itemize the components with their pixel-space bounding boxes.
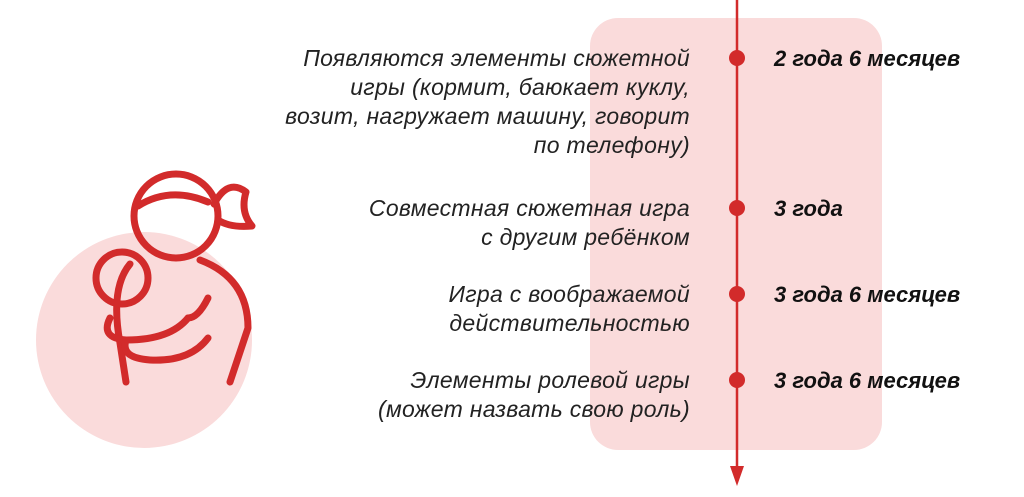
milestone-1-description: Появляются элементы сюжетной игры (корми… <box>230 44 690 160</box>
milestone-3-line-2: действительностью <box>449 310 690 336</box>
milestone-2-line-1: Совместная сюжетная игра <box>368 195 690 221</box>
milestone-4-description: Элементы ролевой игры (может назвать сво… <box>230 366 690 424</box>
milestone-1-line-4: по телефону) <box>533 132 690 158</box>
milestone-1-age: 2 года 6 месяцев <box>774 46 961 71</box>
milestone-2-line-2: с другим ребёнком <box>481 224 690 250</box>
milestone-4-line-2: (может назвать свою роль) <box>378 396 690 422</box>
timeline-arrow-icon <box>730 466 744 486</box>
milestone-4-age: 3 года 6 месяцев <box>774 368 961 393</box>
milestone-4-line-1: Элементы ролевой игры <box>410 367 690 393</box>
milestone-1-line-2: игры (кормит, баюкает куклу, <box>350 74 690 100</box>
milestone-3-age: 3 года 6 месяцев <box>774 282 961 307</box>
milestone-3-description: Игра с воображаемой действительностью <box>230 280 690 338</box>
milestone-3-line-1: Игра с воображаемой <box>448 281 690 307</box>
milestone-1-line-3: возит, нагружает машину, говорит <box>285 103 690 129</box>
milestone-2-description: Совместная сюжетная игра с другим ребёнк… <box>230 194 690 252</box>
timeline-dot-1 <box>729 50 745 66</box>
mother-holding-baby-icon <box>92 170 256 386</box>
milestone-1-line-1: Появляются элементы сюжетной <box>303 45 690 71</box>
milestone-2-age: 3 года <box>774 196 843 221</box>
timeline-dot-3 <box>729 286 745 302</box>
timeline-dot-4 <box>729 372 745 388</box>
timeline-dot-2 <box>729 200 745 216</box>
